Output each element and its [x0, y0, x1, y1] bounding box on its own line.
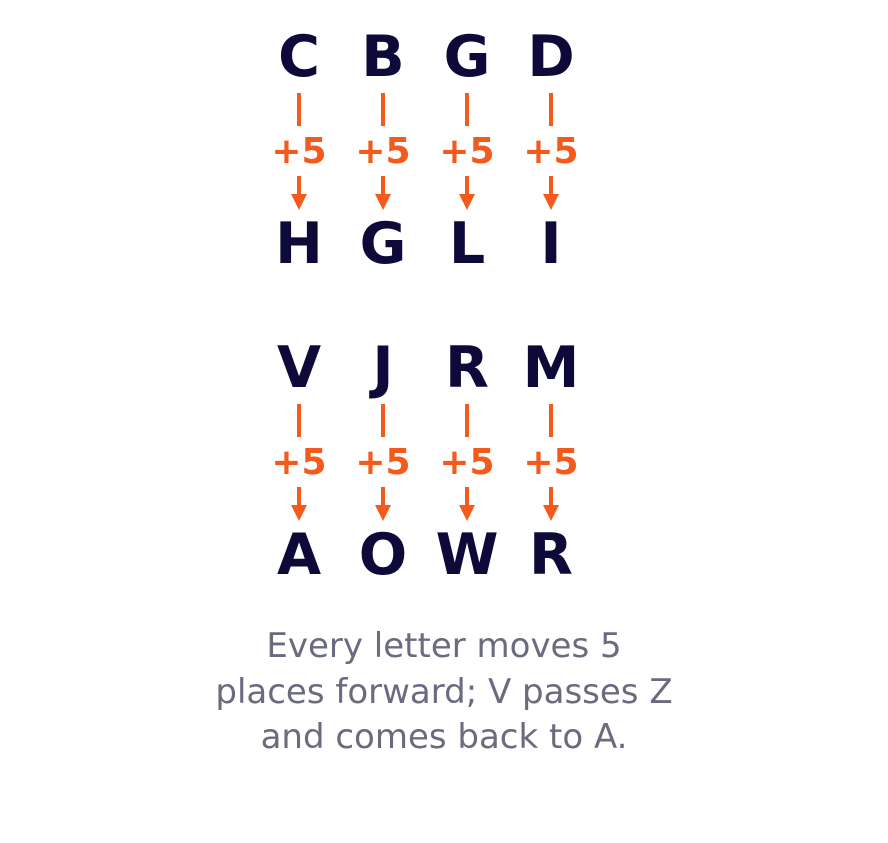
arrow-stem: [549, 93, 553, 126]
shift-label: +5: [439, 442, 495, 483]
arrow-down-icon: [543, 487, 559, 521]
target-letter: L: [448, 211, 486, 277]
arrow-stem: [549, 404, 553, 437]
shift-row-1: C +5 H B +5 G G +5 L D +5 I: [0, 0, 888, 276]
shift-column: G +5 L: [425, 0, 509, 276]
shift-column: M +5 R: [509, 311, 593, 587]
arrow-stem: [465, 93, 469, 126]
arrow-down-icon: [459, 176, 475, 210]
arrow-down-icon: [459, 487, 475, 521]
source-letter: D: [527, 24, 575, 90]
arrow-stem: [297, 404, 301, 437]
source-letter: G: [443, 24, 491, 90]
arrow-down-icon: [291, 176, 307, 210]
source-letter: J: [372, 335, 394, 401]
target-letter: A: [276, 522, 322, 588]
arrow-down-icon: [375, 176, 391, 210]
arrow-stem: [381, 404, 385, 437]
shift-label: +5: [523, 131, 579, 172]
shift-label: +5: [355, 131, 411, 172]
arrow-down-icon: [375, 487, 391, 521]
shift-label: +5: [271, 131, 327, 172]
shift-column: R +5 W: [425, 311, 509, 587]
shift-column: V +5 A: [257, 311, 341, 587]
target-letter: G: [359, 211, 407, 277]
shift-column: C +5 H: [257, 0, 341, 276]
target-letter: R: [529, 522, 573, 588]
shift-label: +5: [439, 131, 495, 172]
shift-row-2: V +5 A J +5 O R +5 W M +5 R: [0, 311, 888, 587]
source-letter: V: [276, 335, 322, 401]
source-letter: R: [445, 335, 489, 401]
arrow-stem: [297, 93, 301, 126]
shift-column: D +5 I: [509, 0, 593, 276]
explanation-caption: Every letter moves 5 places forward; V p…: [215, 626, 673, 757]
source-letter: C: [278, 24, 320, 90]
arrow-stem: [381, 93, 385, 126]
shift-label: +5: [355, 442, 411, 483]
shift-column: B +5 G: [341, 0, 425, 276]
shift-label: +5: [271, 442, 327, 483]
shift-label: +5: [523, 442, 579, 483]
target-letter: I: [540, 211, 562, 277]
source-letter: B: [361, 24, 405, 90]
arrow-down-icon: [291, 487, 307, 521]
shift-column: J +5 O: [341, 311, 425, 587]
target-letter: H: [275, 211, 323, 277]
source-letter: M: [522, 335, 580, 401]
arrow-down-icon: [543, 176, 559, 210]
arrow-stem: [465, 404, 469, 437]
target-letter: W: [435, 522, 499, 588]
target-letter: O: [358, 522, 408, 588]
